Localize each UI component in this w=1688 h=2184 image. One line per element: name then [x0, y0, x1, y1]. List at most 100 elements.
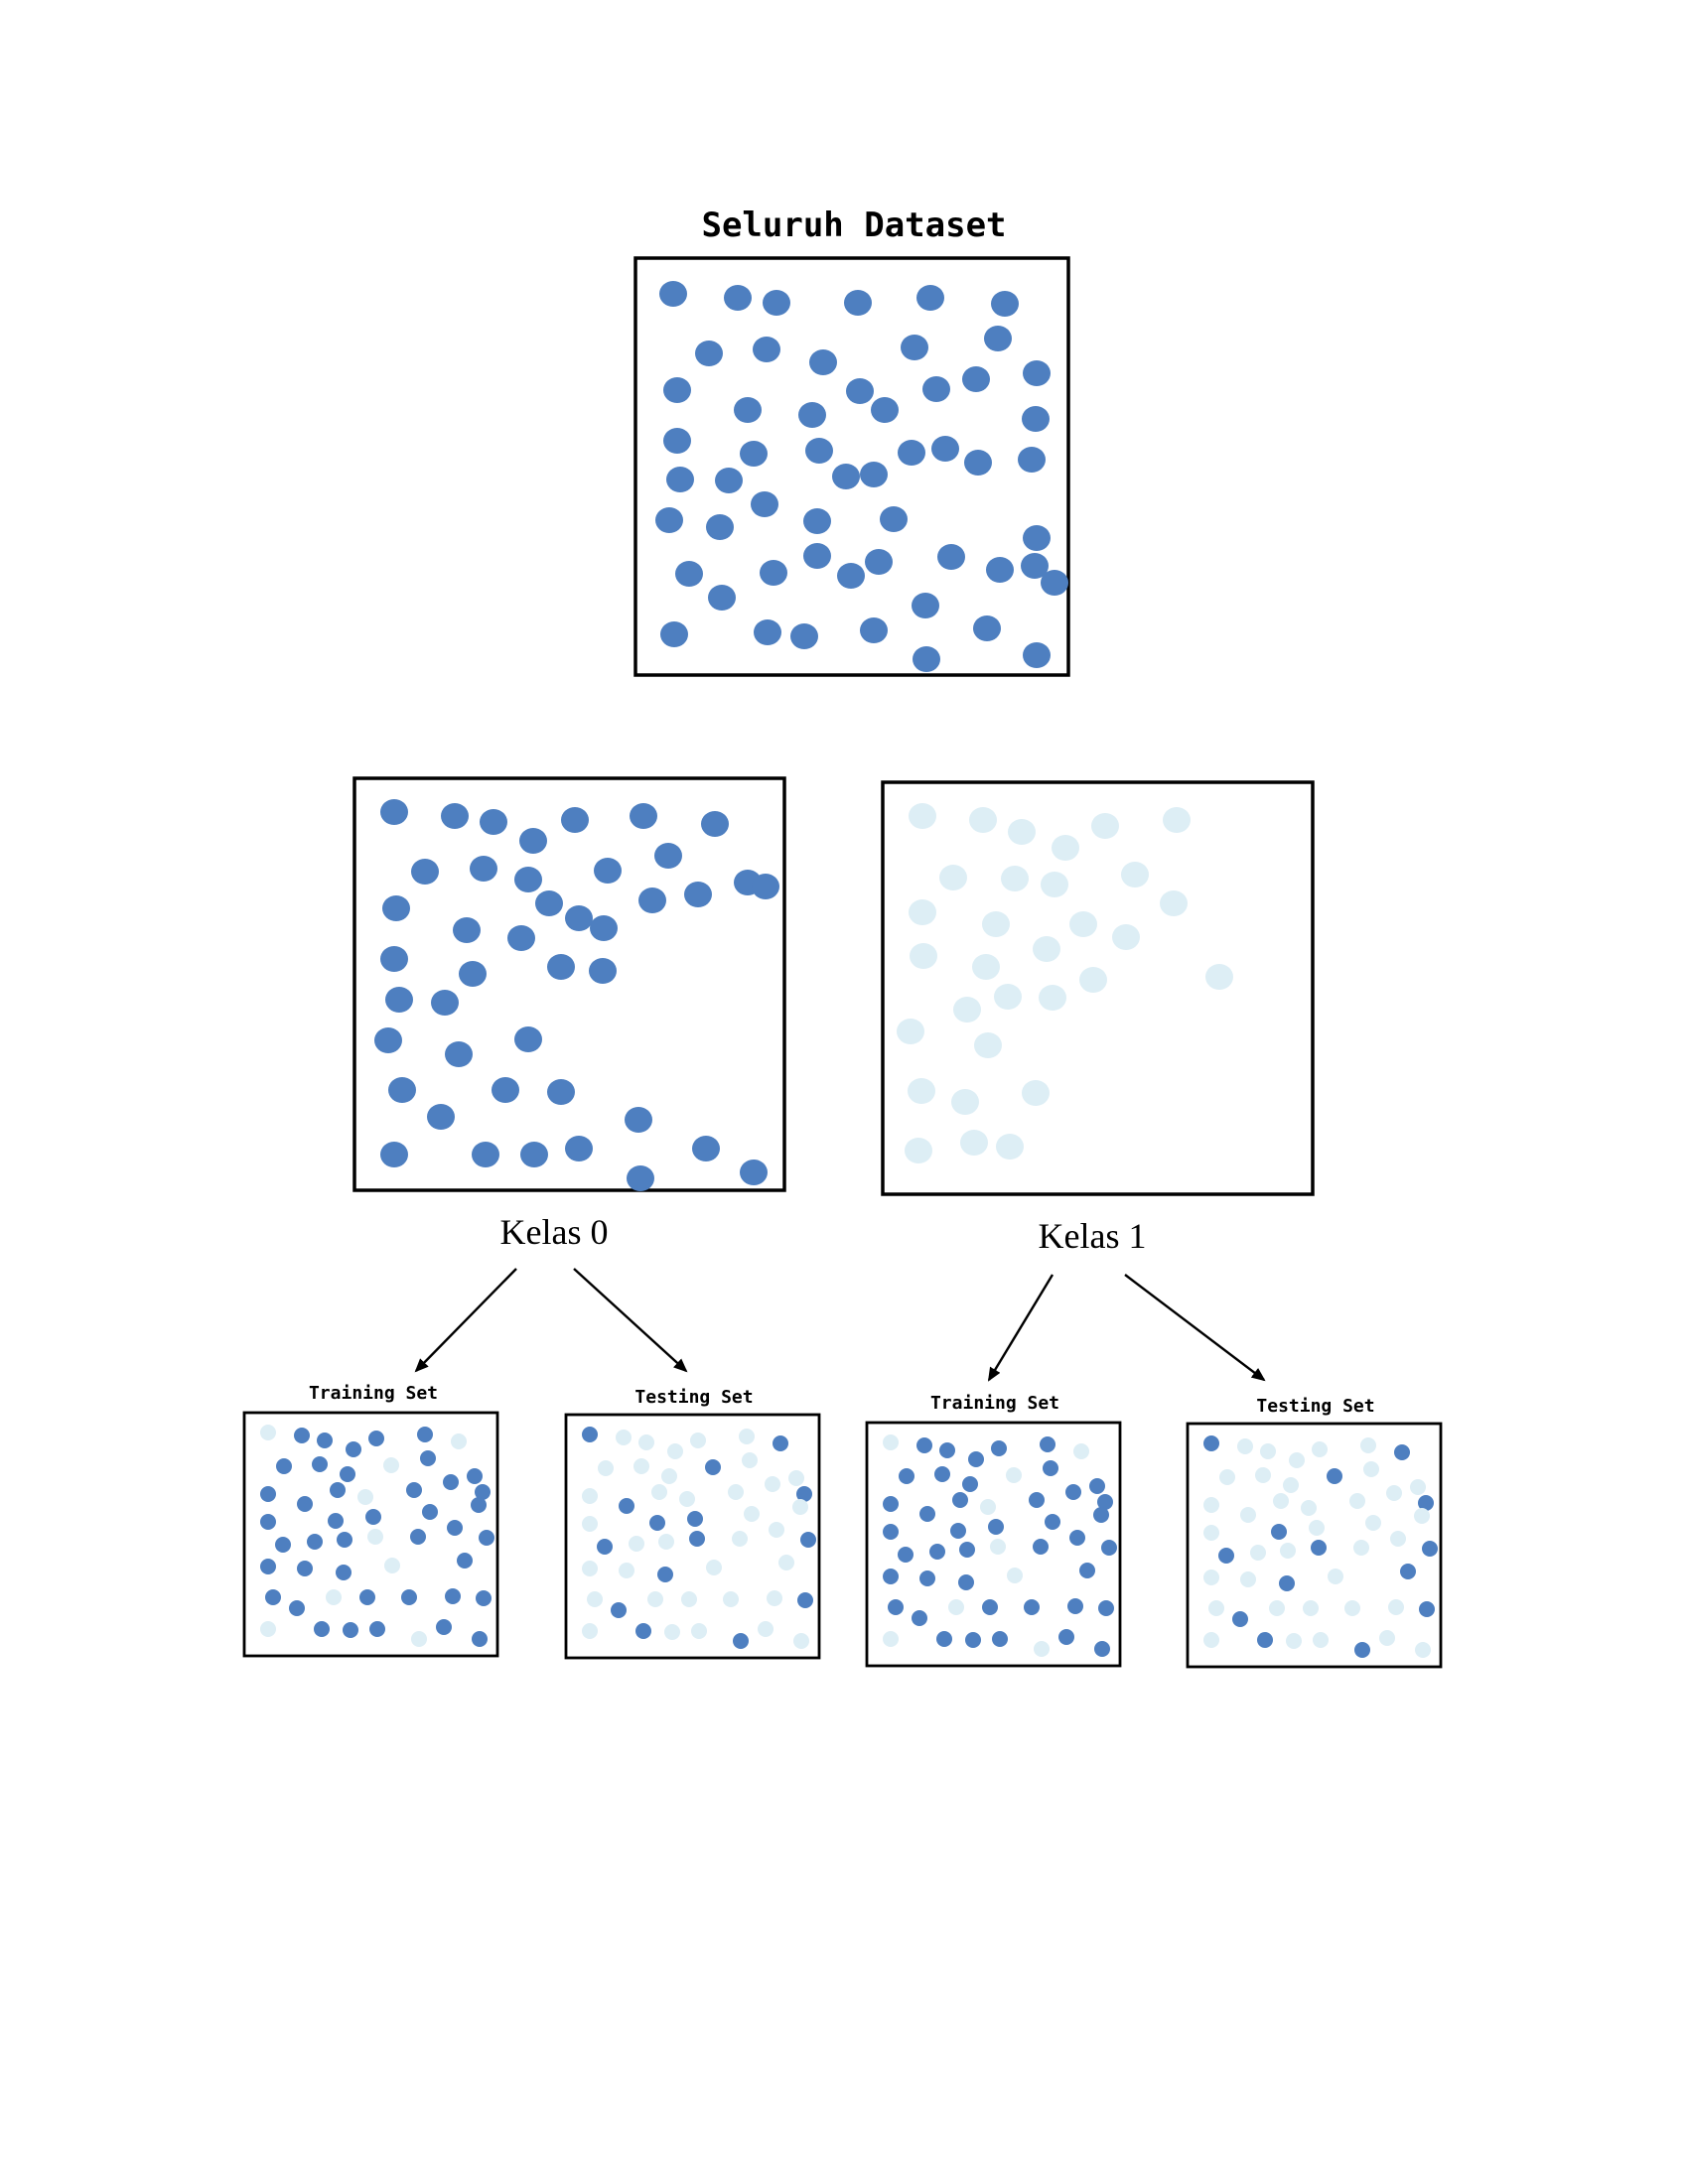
data-point: [898, 440, 925, 466]
testing-data-point: [793, 1633, 809, 1649]
training-data-point: [1029, 1492, 1045, 1508]
training-data-point: [337, 1532, 352, 1548]
kelas1-point: [994, 984, 1022, 1010]
kelas0-point: [380, 799, 408, 825]
training-data-point: [467, 1468, 483, 1484]
kelas0-point: [630, 803, 657, 829]
testing-data-point: [1269, 1600, 1285, 1616]
data-point: [760, 560, 787, 586]
training-data-point: [1045, 1514, 1060, 1530]
testing-data-point: [732, 1531, 748, 1547]
kelas1-panel: [881, 780, 1315, 1196]
kelas0-point: [519, 828, 547, 854]
training-data-point: [422, 1504, 438, 1520]
testing-data-point: [788, 1470, 804, 1486]
kelas1-point: [960, 1130, 988, 1156]
training-data-point: [401, 1589, 417, 1605]
kelas1-point: [953, 997, 981, 1023]
data-point: [751, 491, 778, 517]
kelas1-point: [1160, 890, 1188, 916]
training-data-point: [597, 1539, 613, 1555]
data-point: [837, 563, 865, 589]
testing-data-point: [1365, 1515, 1381, 1531]
kelas0-training-points: [260, 1425, 494, 1647]
kelas0-point: [480, 809, 507, 835]
kelas0-point: [547, 954, 575, 980]
training-data-point: [888, 1599, 904, 1615]
training-data-point: [260, 1486, 276, 1502]
testing-data-point: [728, 1484, 744, 1500]
testing-data-point: [357, 1489, 373, 1505]
testing-data-point: [1219, 1469, 1235, 1485]
kelas0-point: [459, 961, 487, 987]
testing-data-point: [744, 1506, 760, 1522]
data-point: [964, 450, 992, 476]
kelas0-point: [492, 1077, 519, 1103]
training-data-point: [447, 1520, 463, 1536]
training-data-point: [359, 1589, 375, 1605]
training-data-point: [307, 1534, 323, 1550]
testing-data-point: [1303, 1600, 1319, 1616]
kelas1-point: [1112, 924, 1140, 950]
testing-data-point: [1203, 1632, 1219, 1648]
data-point: [659, 281, 687, 307]
testing-data-point: [582, 1561, 598, 1576]
arrow-kelas1-training: [987, 1274, 1055, 1382]
data-point: [984, 326, 1012, 351]
training-data-point: [1232, 1611, 1248, 1627]
training-data-point: [475, 1484, 491, 1500]
testing-data-point: [990, 1539, 1006, 1555]
training-data-point: [346, 1441, 361, 1457]
testing-data-point: [383, 1457, 399, 1473]
training-data-point: [619, 1498, 634, 1514]
kelas0-point: [385, 987, 413, 1013]
training-data-point: [687, 1511, 703, 1527]
kelas0-point: [589, 958, 617, 984]
training-data-point: [443, 1474, 459, 1490]
kelas0-testing-points: [582, 1427, 816, 1649]
kelas0-training-panel: [242, 1411, 499, 1658]
kelas0-training-label: Training Set: [309, 1383, 438, 1404]
testing-data-point: [411, 1631, 427, 1647]
training-data-point: [611, 1602, 627, 1618]
testing-data-point: [1301, 1500, 1317, 1516]
data-point: [660, 621, 688, 647]
training-data-point: [1327, 1468, 1342, 1484]
testing-data-point: [616, 1430, 632, 1445]
training-data-point: [317, 1433, 333, 1448]
training-data-point: [916, 1437, 932, 1453]
testing-data-point: [664, 1624, 680, 1640]
training-data-point: [1279, 1575, 1295, 1591]
testing-data-point: [948, 1599, 964, 1615]
training-data-point: [939, 1442, 955, 1458]
kelas0-point: [701, 811, 729, 837]
training-data-point: [649, 1515, 665, 1531]
training-data-point: [899, 1468, 914, 1484]
testing-data-point: [260, 1621, 276, 1637]
training-data-point: [1040, 1436, 1055, 1452]
data-point: [706, 514, 734, 540]
training-data-point: [958, 1574, 974, 1590]
testing-data-point: [598, 1460, 614, 1476]
training-data-point: [929, 1544, 945, 1560]
data-point: [931, 436, 959, 462]
training-data-point: [1311, 1540, 1327, 1556]
data-point: [708, 585, 736, 611]
data-point: [666, 467, 694, 492]
data-point: [916, 285, 944, 311]
training-data-point: [369, 1621, 385, 1637]
training-data-point: [883, 1569, 899, 1584]
training-data-point: [1089, 1478, 1105, 1494]
kelas0-point: [514, 1026, 542, 1052]
kelas1-point: [1041, 872, 1068, 897]
testing-data-point: [1388, 1599, 1404, 1615]
data-point: [1022, 406, 1050, 432]
testing-data-point: [667, 1443, 683, 1459]
testing-data-point: [633, 1458, 649, 1474]
training-data-point: [275, 1537, 291, 1553]
data-point: [913, 646, 940, 672]
data-point: [1023, 642, 1051, 668]
training-data-point: [582, 1427, 598, 1442]
training-data-point: [1271, 1524, 1287, 1540]
kelas1-point: [1022, 1080, 1050, 1106]
